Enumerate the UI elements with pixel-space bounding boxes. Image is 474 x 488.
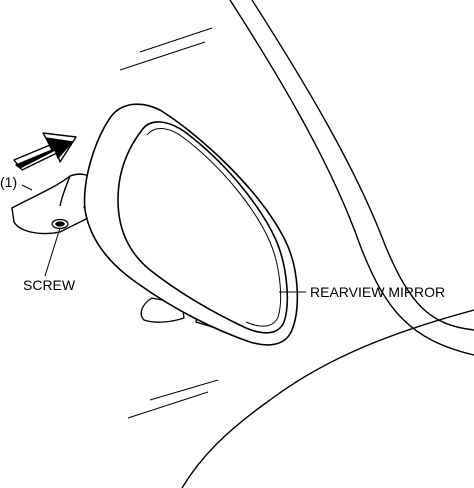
- mirror-glass-inner-edge: [146, 128, 282, 327]
- glass-reflection-lines: [119, 27, 219, 419]
- mirror-glass: [117, 121, 289, 334]
- rearview-mirror: [83, 103, 299, 346]
- push-arrow-icon: [13, 132, 77, 171]
- screw-label: SCREW: [23, 277, 76, 293]
- windshield-frame: [181, 0, 474, 488]
- step-marker-leader-line: [21, 184, 33, 191]
- leader-lines: [21, 184, 306, 293]
- rearview-mirror-label: REARVIEW MIRROR: [310, 284, 445, 300]
- screw-head: [51, 218, 69, 230]
- screw-leader-line: [44, 227, 61, 277]
- step-marker-label: (1): [0, 174, 17, 190]
